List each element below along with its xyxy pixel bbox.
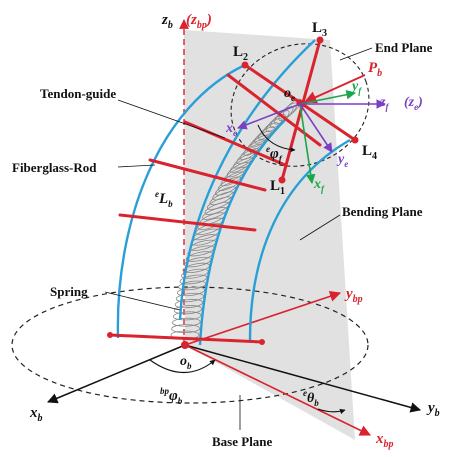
spring-label: Spring (50, 284, 88, 299)
phi-b-arc (149, 359, 216, 373)
L3-label: L3 (312, 20, 327, 39)
L2-label: L2 (233, 44, 248, 63)
yb-axis (184, 344, 422, 413)
ob-label: ob (180, 354, 192, 371)
xbp-axis (184, 344, 372, 436)
xf-label: xf (313, 177, 325, 194)
fiberglass-rod-front (198, 119, 286, 346)
end-plane-leader (339, 47, 373, 61)
L4-label: L4 (362, 143, 377, 162)
theta-b-arc (317, 408, 346, 415)
pb-label: Pb (368, 60, 382, 79)
spring-turn (175, 292, 204, 303)
xbp-label: xbp (375, 431, 394, 450)
phi-b-label: bpφb (160, 386, 183, 406)
yb-label: yb (426, 400, 440, 419)
tendon-guide-leader (117, 99, 226, 139)
spring-turn (171, 324, 200, 334)
zf-label: zf (379, 95, 389, 112)
end-plane-label: End Plane (375, 40, 433, 55)
zbp-label: (zbp) (186, 12, 212, 31)
fiberglass-rod-right (248, 138, 351, 341)
fiberglass-rod-leader (117, 164, 156, 168)
theta-b-label: eθb (303, 388, 319, 408)
ybp-axis (184, 290, 342, 346)
lb-label: eLb (155, 189, 173, 209)
xb-label: xb (29, 405, 43, 424)
L1-label: L1 (270, 178, 285, 197)
xf-axis (299, 103, 316, 184)
spring-turn (178, 280, 207, 291)
bending-plane-leader (299, 214, 341, 241)
ybp-label: ybp (344, 286, 363, 305)
spring-turn (176, 286, 206, 297)
ze-label: (ze) (404, 95, 423, 112)
ye-label: ye (336, 152, 348, 169)
fiberglass-rod-back (178, 39, 316, 321)
spring-turn (172, 317, 201, 327)
yf-axis (299, 89, 356, 105)
phi-f-label: eφf (266, 144, 283, 164)
yf-label: yf (350, 79, 362, 96)
base-plane-label: Base Plane (212, 434, 273, 449)
end-plane-ellipse (230, 43, 370, 167)
xb-axis (47, 344, 186, 404)
spring-coil (170, 98, 302, 340)
tendon-guide-label: Tendon-guide (40, 86, 116, 101)
fiberglass-rod-left (116, 63, 246, 339)
xe-axis (237, 103, 301, 130)
spring-turn (173, 305, 203, 315)
base-plane-ellipse (11, 286, 369, 404)
phi-f-arc (257, 124, 296, 153)
spring-turn (172, 311, 202, 321)
zb-label: zb (161, 12, 173, 31)
fiberglass-rod-label: Fiberglass-Rod (12, 160, 97, 175)
spring-turn (174, 299, 204, 309)
xe-label: xe (225, 121, 237, 138)
spring-leader (104, 291, 181, 311)
bending-plane-label: Bending Plane (342, 204, 423, 219)
pb-arrow (303, 74, 366, 104)
ye-axis (299, 103, 333, 153)
oe-label: oe (284, 86, 295, 103)
